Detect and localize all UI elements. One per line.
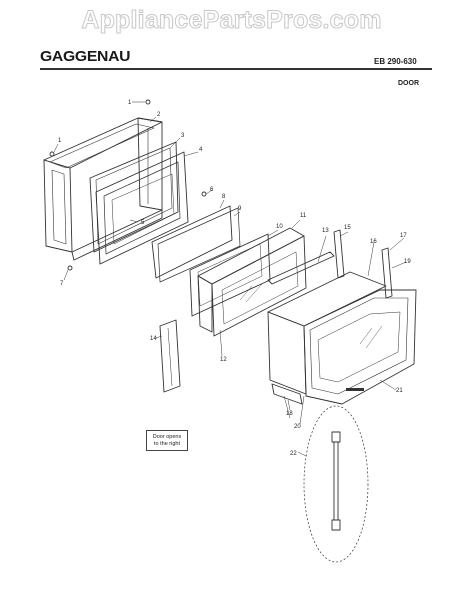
door-gasket: [89, 141, 179, 253]
callout-16: 16: [370, 239, 377, 245]
callout-6: 6: [210, 187, 214, 193]
note-line-1: Door opens: [152, 434, 182, 440]
door-opens-note: Door opens to the right: [146, 430, 188, 451]
bar-15: [333, 229, 345, 279]
callout-9: 9: [238, 206, 242, 212]
inner-door-frame: [95, 151, 189, 265]
outer-door-frame: [43, 117, 163, 261]
glass-panel-8: [151, 205, 233, 279]
callout-13: 13: [322, 228, 329, 234]
callout-14: 14: [150, 336, 157, 342]
trim-rail-13: [267, 251, 335, 285]
callout-1: 1: [58, 138, 62, 144]
callout-3: 3: [181, 133, 185, 139]
header-rule: [40, 68, 432, 70]
glass-panel-9: [157, 207, 241, 283]
strip-17: [381, 247, 393, 299]
brand-logo: GAGGENAU: [40, 48, 131, 65]
callout-2: 2: [157, 112, 161, 118]
watermark: AppliancePartsPros.com: [81, 6, 382, 35]
callout-18: 18: [286, 411, 293, 417]
callout-21: 21: [396, 388, 403, 394]
glass-pack: [197, 227, 307, 337]
model-number: EB 290-630: [374, 57, 417, 66]
callout-8: 8: [222, 194, 226, 200]
callout-4: 4: [199, 147, 203, 153]
callout-17: 17: [400, 233, 407, 239]
callout-1: 1: [128, 100, 132, 106]
leader-lines: [53, 101, 407, 457]
note-line-2: to the right: [154, 441, 180, 447]
section-title: DOOR: [398, 80, 419, 87]
front-door-panel: [303, 289, 417, 405]
callout-12: 12: [220, 357, 227, 363]
side-profile-14: [159, 319, 181, 393]
screws: [49, 99, 207, 271]
callout-15: 15: [344, 225, 351, 231]
callout-20: 20: [294, 424, 301, 430]
callout-10: 10: [276, 224, 283, 230]
callout-7: 7: [60, 281, 64, 287]
callout-11: 11: [300, 213, 307, 219]
callout-22: 22: [290, 451, 297, 457]
callout-5: 5: [141, 220, 145, 226]
callout-19: 19: [404, 259, 411, 265]
door-handle-22: [303, 405, 369, 563]
glass-panel-10: [189, 233, 271, 317]
lower-trim: [271, 383, 303, 419]
